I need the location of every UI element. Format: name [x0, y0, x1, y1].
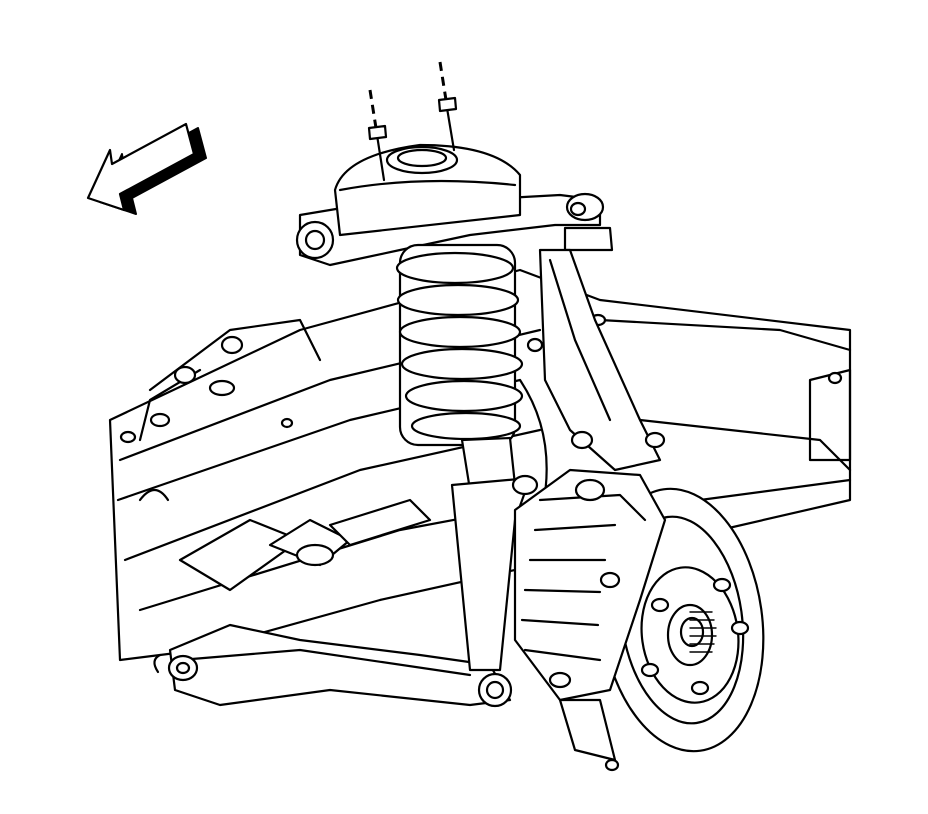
- brake-caliper: [511, 468, 667, 772]
- coil-spring: [395, 243, 524, 447]
- wheel-studs: [640, 577, 750, 696]
- direction-arrow: [86, 122, 207, 215]
- upper-mount-studs: [367, 61, 458, 182]
- lower-control-arm: [153, 623, 513, 708]
- wheel-hub: [640, 566, 750, 704]
